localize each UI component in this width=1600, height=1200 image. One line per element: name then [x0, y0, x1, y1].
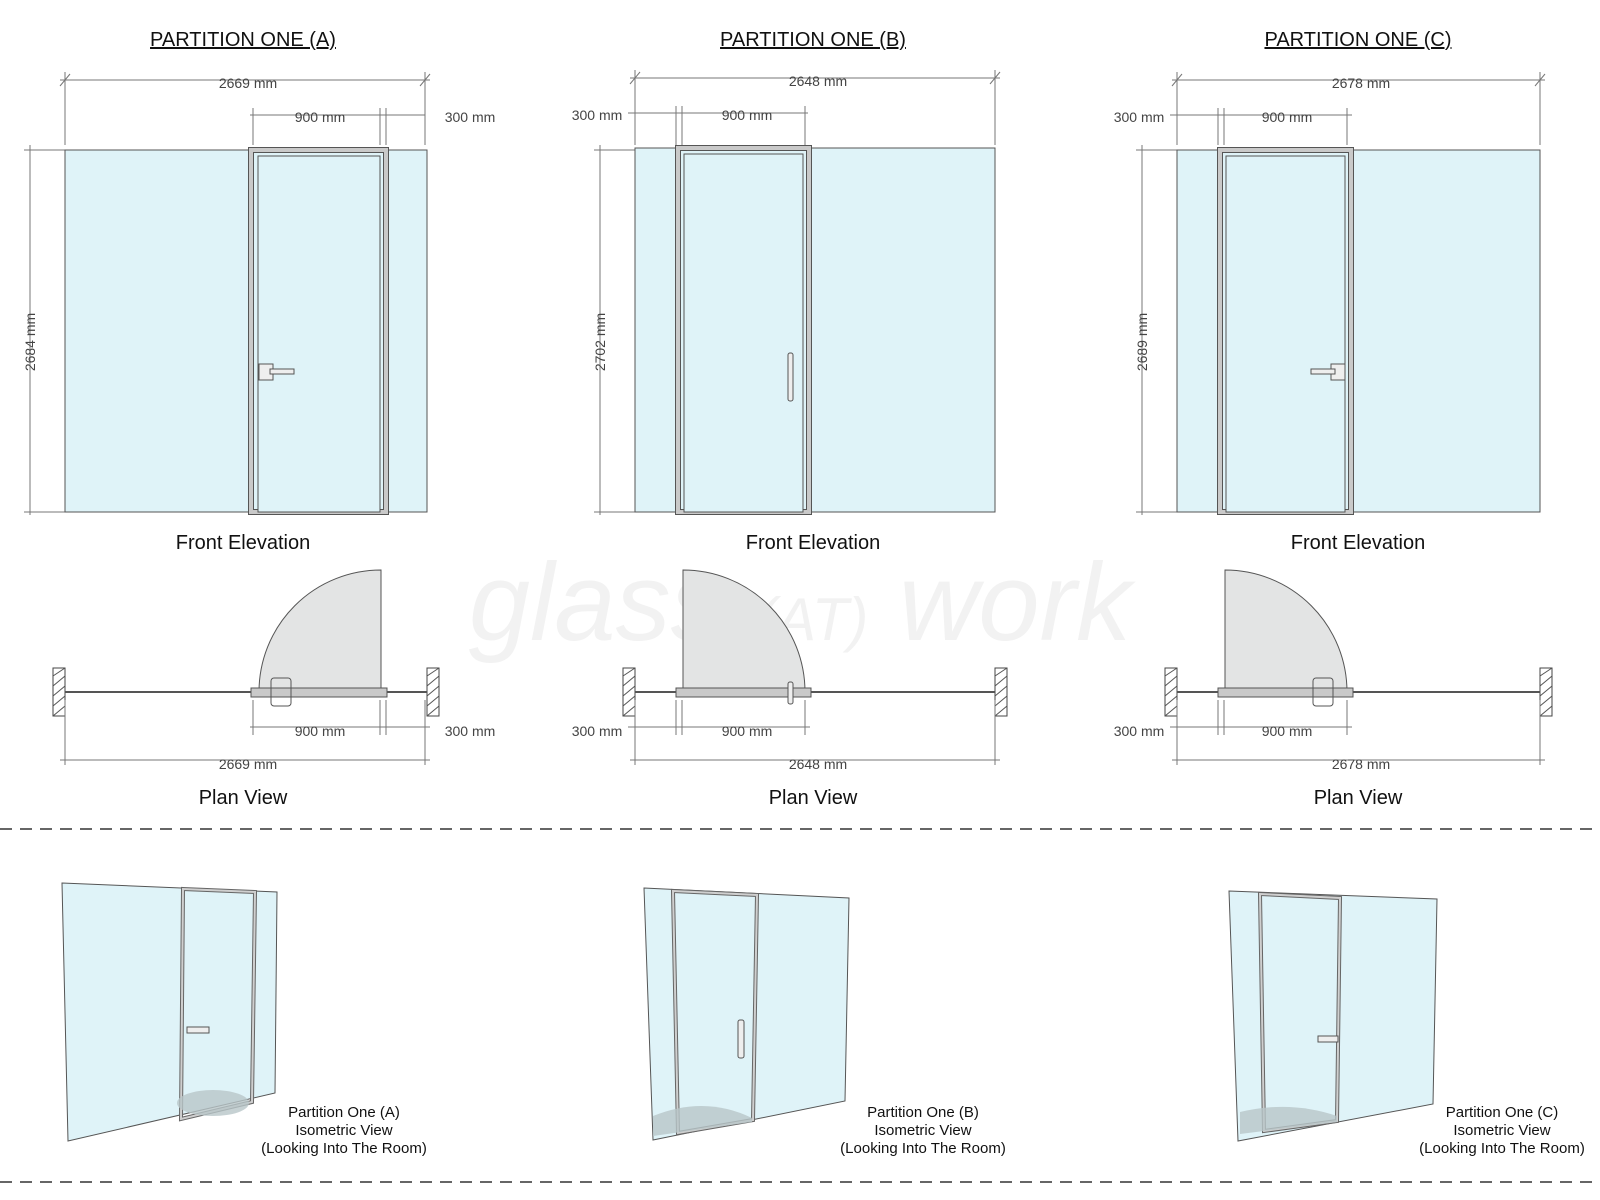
partition-a-title: PARTITION ONE (A)	[150, 29, 336, 51]
partition-b-pull-handle	[787, 352, 794, 402]
partition-a-total-width: 2669 mm	[219, 75, 277, 91]
partition-b-plan-total-width: 2648 mm	[789, 756, 847, 772]
partition-c-door-width: 900 mm	[1262, 109, 1313, 125]
partition-c-plan-panel-width: 300 mm	[1114, 723, 1165, 739]
isometric-b: Partition One (B) Isometric View (Lookin…	[643, 887, 1006, 1157]
isometric-c: Partition One (C) Isometric View (Lookin…	[1228, 890, 1585, 1157]
partition-b: PARTITION ONE (B) 2648 mm 900 mm 300 mm …	[572, 29, 1008, 809]
partition-b-plan	[622, 569, 1008, 717]
partition-c-lever-handle	[1310, 363, 1346, 381]
partition-c-title: PARTITION ONE (C)	[1264, 29, 1451, 51]
partition-a-plan-door-width: 900 mm	[295, 723, 346, 739]
partition-b-door-width: 900 mm	[722, 107, 773, 123]
partition-a-front-caption: Front Elevation	[176, 532, 311, 554]
partition-b-height: 2702 mm	[592, 313, 608, 371]
partition-b-front-caption: Front Elevation	[746, 532, 881, 554]
partition-a-door-leaf	[257, 155, 381, 513]
partition-b-plan-caption: Plan View	[769, 787, 858, 809]
iso-c-line-3: (Looking Into The Room)	[1419, 1140, 1585, 1157]
isometric-a: Partition One (A) Isometric View (Lookin…	[61, 882, 427, 1157]
partition-c-plan-caption: Plan View	[1314, 787, 1403, 809]
partition-c-front-caption: Front Elevation	[1291, 532, 1426, 554]
partition-b-plan-panel-width: 300 mm	[572, 723, 623, 739]
partition-c-panel-width: 300 mm	[1114, 109, 1165, 125]
iso-a-line-3: (Looking Into The Room)	[261, 1140, 427, 1157]
partition-a: PARTITION ONE (A) 2669 mm 900 mm 300 mm …	[22, 29, 495, 809]
watermark: glass (AT) work	[469, 541, 1136, 664]
partition-c-door-swing	[1224, 569, 1348, 693]
partition-a-plan	[52, 569, 440, 717]
partition-c-door-leaf	[1225, 155, 1346, 513]
partition-c-plan-total-width: 2678 mm	[1332, 756, 1390, 772]
partition-b-door-swing	[682, 569, 806, 693]
partition-b-panel-width: 300 mm	[572, 107, 623, 123]
partition-b-door-leaf	[683, 153, 804, 513]
iso-b-line-2: Isometric View	[874, 1122, 971, 1139]
partition-a-plan-panel-width: 300 mm	[445, 723, 496, 739]
partition-a-door-swing	[258, 569, 382, 693]
partition-b-plan-door-width: 900 mm	[722, 723, 773, 739]
partition-a-door-width: 900 mm	[295, 109, 346, 125]
partition-c-height: 2689 mm	[1134, 313, 1150, 371]
partition-a-lever-handle	[258, 363, 295, 381]
partition-c-total-width: 2678 mm	[1332, 75, 1390, 91]
iso-a-line-1: Partition One (A)	[288, 1104, 400, 1121]
partition-c-dimensions	[1136, 72, 1546, 515]
partition-c-plan-door-width: 900 mm	[1262, 723, 1313, 739]
partition-b-title: PARTITION ONE (B)	[720, 29, 906, 51]
iso-c-line-2: Isometric View	[1453, 1122, 1550, 1139]
iso-c-line-1: Partition One (C)	[1446, 1104, 1559, 1121]
partition-c-plan	[1164, 569, 1553, 717]
partition-a-dimensions	[24, 72, 431, 515]
iso-a-line-2: Isometric View	[295, 1122, 392, 1139]
partition-c: PARTITION ONE (C) 2678 mm 900 mm 300 mm …	[1114, 29, 1553, 809]
iso-b-line-3: (Looking Into The Room)	[840, 1140, 1006, 1157]
partition-a-panel-width: 300 mm	[445, 109, 496, 125]
partition-b-total-width: 2648 mm	[789, 73, 847, 89]
partition-b-dimensions	[594, 70, 1001, 515]
partition-a-height: 2684 mm	[22, 313, 38, 371]
iso-b-line-1: Partition One (B)	[867, 1104, 979, 1121]
partition-a-plan-total-width: 2669 mm	[219, 756, 277, 772]
partition-a-plan-caption: Plan View	[199, 787, 288, 809]
